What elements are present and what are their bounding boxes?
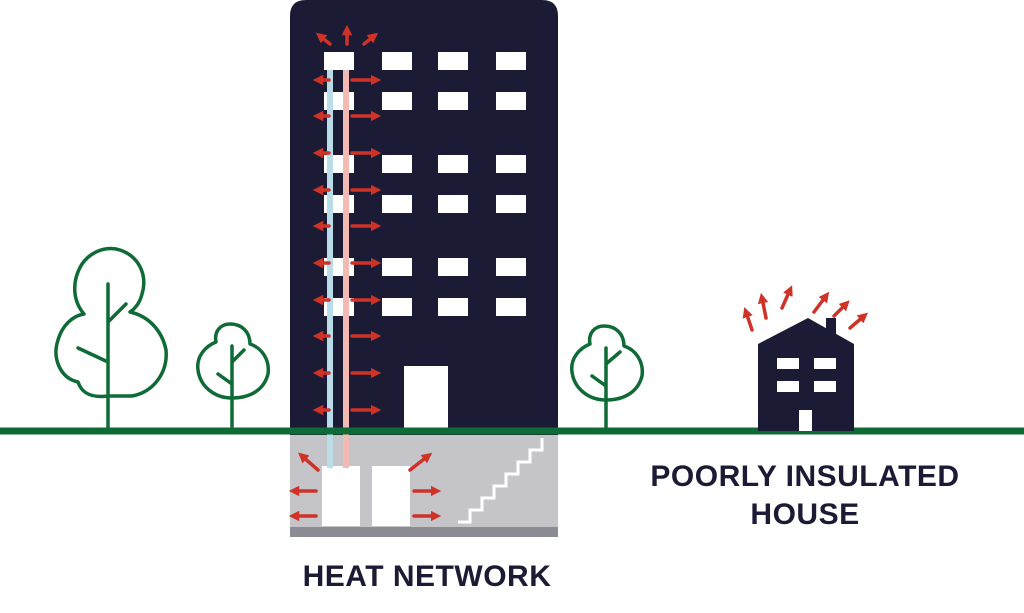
heat-loss-arrow-icon (780, 285, 793, 310)
heat-loss-arrow-icon (362, 32, 379, 46)
heat-loss-arrows (288, 24, 442, 522)
flow-pipe (343, 70, 349, 468)
basement (290, 435, 558, 537)
heat-network-label: HEAT NETWORK (302, 560, 552, 593)
poorly-insulated-house (758, 318, 854, 431)
tree-icon (54, 246, 168, 430)
roof-heat-loss-arrows (742, 285, 868, 332)
building-door (404, 366, 448, 428)
heat-loss-arrow-icon (408, 452, 433, 472)
heat-loss-arrow-icon (812, 291, 830, 314)
chimney-icon (826, 318, 836, 338)
tree-icon (196, 322, 271, 430)
return-pipe (327, 70, 333, 468)
heat-loss-arrow-icon (848, 312, 868, 330)
heat-loss-arrow-icon (832, 300, 850, 318)
house-door (799, 410, 812, 431)
boiler-unit (322, 466, 360, 526)
heat-loss-arrow-icon (298, 452, 320, 472)
heat-loss-arrow-icon (742, 307, 754, 332)
apartment-building (290, 0, 558, 435)
heat-pipes (327, 70, 349, 468)
tree-icon (570, 324, 645, 430)
house-windows (777, 358, 836, 392)
heat-loss-arrow-icon (315, 32, 332, 46)
poorly-insulated-house-label: POORLY INSULATED HOUSE (650, 460, 960, 531)
staircase-icon (458, 438, 544, 524)
boiler-unit (372, 466, 410, 526)
heat-loss-arrow-icon (757, 292, 769, 320)
